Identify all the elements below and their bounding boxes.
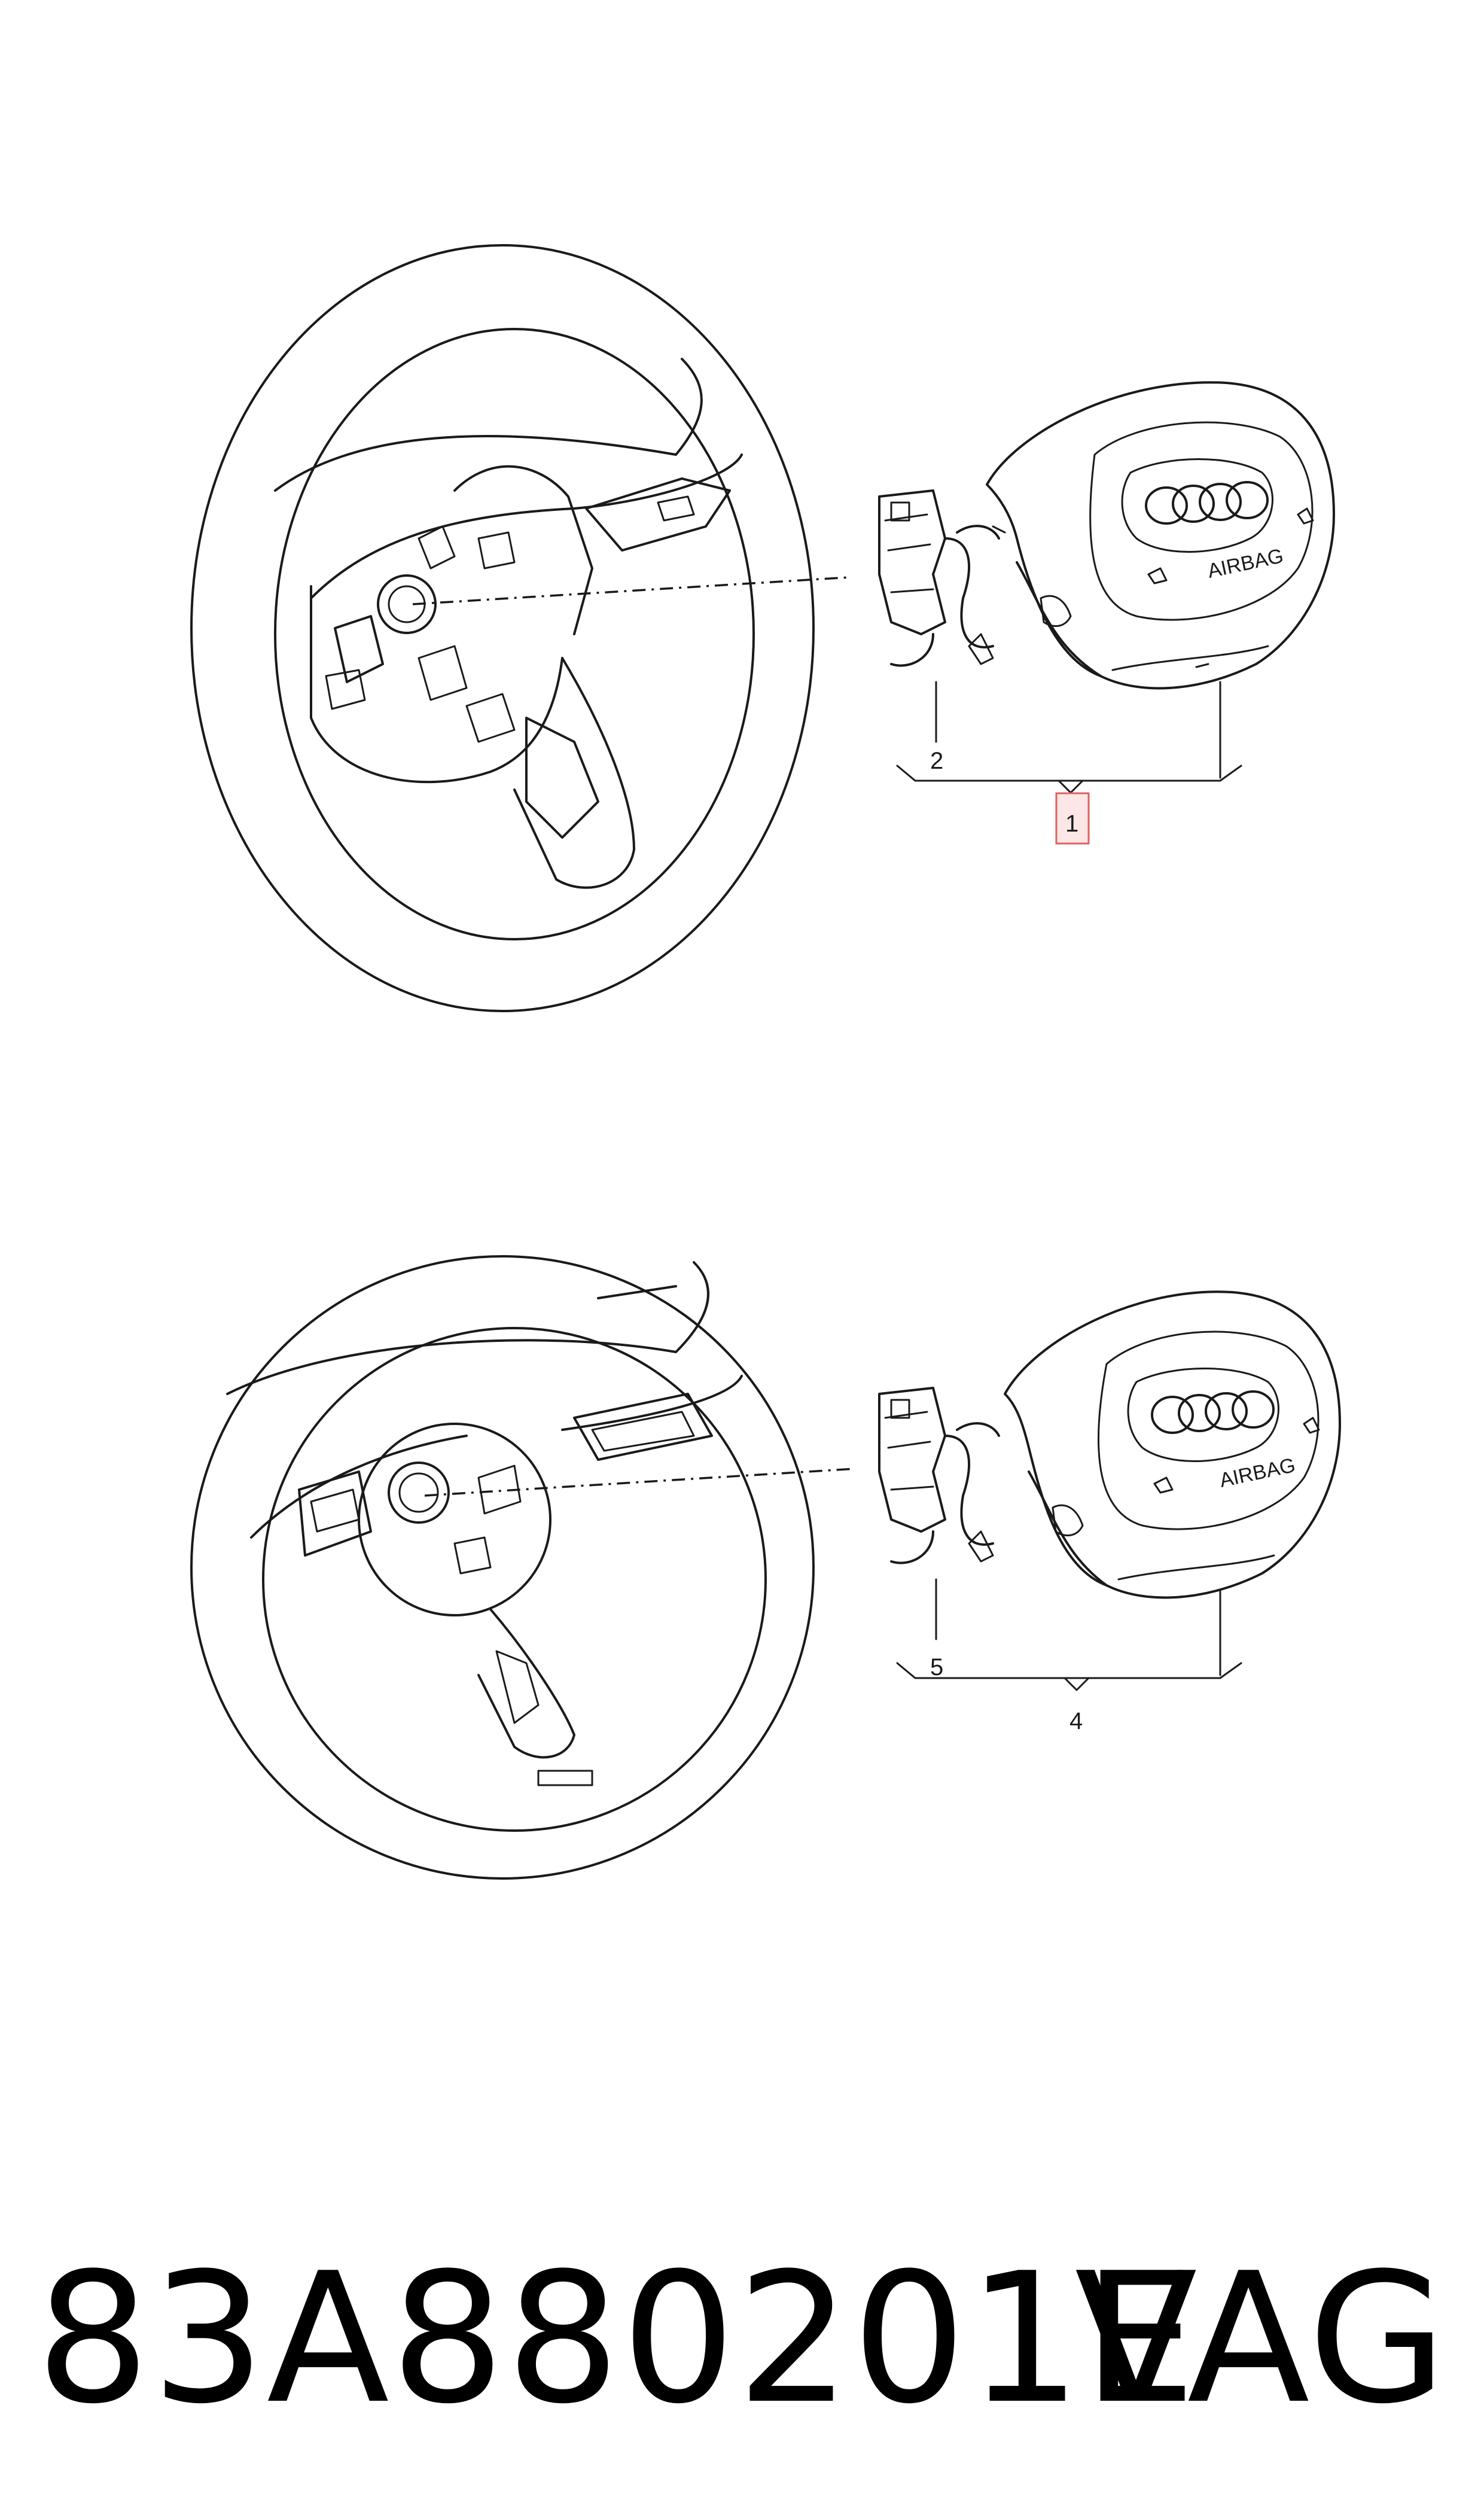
lower-airbag-module: AIRBAG — [1004, 1290, 1341, 1599]
lower-assembly: AIRBAG 5 4 — [190, 1255, 1341, 1880]
part-number: 83A880201E — [36, 2234, 1197, 2443]
upper-callout-1-highlight — [1055, 792, 1090, 845]
lower-callout-4: 4 — [1069, 1708, 1083, 1734]
upper-callout-1[interactable]: 1 — [1065, 811, 1078, 837]
upper-airbag-module: AIRBAG — [986, 381, 1335, 690]
lower-airbag-badge: AIRBAG — [1217, 1454, 1297, 1492]
lower-callout-5: 5 — [930, 1654, 943, 1680]
lower-steering-wheel — [190, 1255, 815, 1880]
lower-clock-spring — [878, 1387, 1000, 1564]
brand-label: VAG — [1074, 2234, 1448, 2443]
lower-callout-bracket — [896, 1578, 1242, 1691]
upper-clock-spring — [878, 489, 1006, 667]
parts-diagram: AIRBAG 2 1 — [190, 244, 1341, 1880]
upper-logo-rings — [1145, 481, 1269, 525]
upper-leader-line — [412, 576, 850, 605]
upper-callout-2: 2 — [930, 748, 943, 774]
lower-logo-rings — [1151, 1390, 1275, 1434]
upper-airbag-badge: AIRBAG — [1205, 544, 1285, 583]
lower-leader-line — [424, 1467, 856, 1497]
upper-callout-bracket — [896, 681, 1242, 794]
upper-steering-wheel — [190, 244, 815, 1012]
upper-assembly: AIRBAG 2 1 — [190, 244, 1335, 1012]
